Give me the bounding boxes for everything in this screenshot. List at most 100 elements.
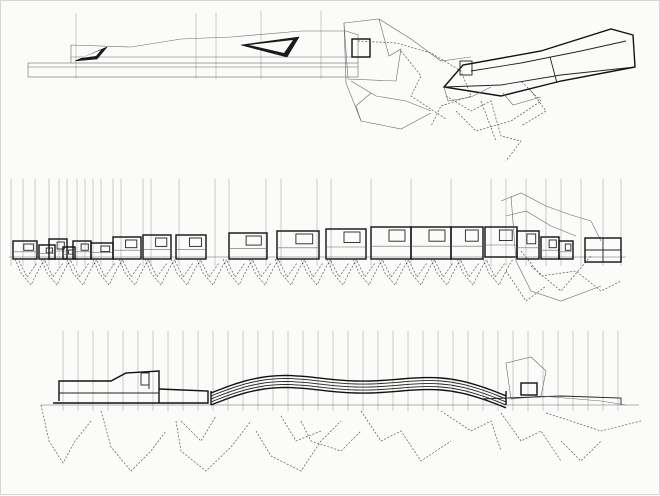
section-module-window bbox=[295, 233, 314, 245]
section-module bbox=[276, 230, 320, 260]
section-module-window bbox=[155, 237, 168, 247]
section-module-window bbox=[343, 231, 361, 243]
plan-right-wing bbox=[442, 28, 636, 106]
section-dashed-segment bbox=[330, 260, 350, 278]
section-module-window bbox=[80, 243, 89, 251]
section-module-window bbox=[388, 229, 406, 242]
section-module bbox=[516, 230, 540, 260]
section-dashed-segment bbox=[352, 258, 384, 286]
elevation-right-end bbox=[480, 356, 627, 406]
elevation-view bbox=[40, 331, 642, 472]
section-module-window bbox=[564, 243, 572, 251]
section-view bbox=[9, 179, 626, 302]
elevation-dashed-segment bbox=[545, 412, 642, 432]
section-grid bbox=[10, 179, 622, 266]
section-module bbox=[112, 236, 142, 260]
elevation-dashed-segment bbox=[40, 404, 92, 464]
section-right-cluster bbox=[500, 192, 622, 302]
section-module-window bbox=[189, 237, 202, 247]
section-module-window bbox=[23, 243, 34, 251]
section-dashed-segment bbox=[92, 258, 124, 286]
section-dashed-segment bbox=[252, 260, 272, 278]
section-module-window bbox=[125, 239, 138, 249]
elevation-wave-bar bbox=[210, 374, 507, 409]
elevation-wave-line bbox=[210, 386, 507, 409]
section-module bbox=[228, 232, 268, 260]
section-dashed-segment bbox=[70, 260, 90, 278]
section-module-window bbox=[464, 229, 479, 242]
elevation-dashed-foundation bbox=[40, 404, 642, 472]
section-module bbox=[62, 246, 76, 260]
section-dashed-segment bbox=[174, 260, 194, 278]
section-dashed-segment bbox=[382, 260, 402, 278]
plan-view bbox=[27, 11, 636, 162]
section-module-window bbox=[548, 239, 557, 249]
elevation-dashed-segment bbox=[180, 415, 217, 442]
section-module bbox=[325, 228, 367, 260]
section-module bbox=[38, 244, 56, 260]
section-dashed-segment bbox=[44, 260, 64, 278]
section-dashed-segment bbox=[18, 260, 38, 278]
section-dashed-segment bbox=[326, 258, 358, 286]
section-dashed-segment bbox=[148, 260, 168, 278]
section-dashed-segment bbox=[404, 258, 436, 286]
elevation-wave-line bbox=[210, 384, 507, 406]
elevation-dashed-segment bbox=[360, 410, 452, 462]
section-dashed-segment bbox=[196, 258, 228, 286]
section-module-window bbox=[428, 229, 446, 242]
elevation-wave-line bbox=[210, 381, 507, 403]
section-dashed-segment bbox=[430, 258, 462, 286]
section-dashed-segment bbox=[278, 260, 298, 278]
section-dashed-segment bbox=[274, 258, 306, 286]
section-module bbox=[48, 238, 68, 260]
section-dashed-segment bbox=[248, 258, 280, 286]
section-dashed-segment bbox=[460, 260, 480, 278]
section-dashed-segment bbox=[118, 258, 150, 286]
section-module bbox=[142, 234, 172, 260]
section-dashed-segment bbox=[304, 260, 324, 278]
elevation-dashed-segment bbox=[560, 440, 602, 462]
section-module-window bbox=[100, 245, 111, 253]
section-dashed-segment bbox=[122, 260, 142, 278]
elevation-grid bbox=[62, 331, 619, 411]
section-dashed-segment bbox=[378, 258, 410, 286]
section-dashed-segment bbox=[200, 260, 220, 278]
elevation-dashed-segment bbox=[500, 412, 562, 462]
section-dashed-segment bbox=[486, 260, 506, 278]
section-dashed-segment bbox=[144, 258, 176, 286]
section-dashed-segment bbox=[66, 258, 98, 286]
section-dashed-segment bbox=[96, 260, 116, 278]
section-dashed-segment bbox=[222, 258, 254, 286]
elevation-dashed-segment bbox=[255, 420, 342, 472]
plan-main-bar bbox=[27, 30, 359, 78]
section-module bbox=[12, 240, 38, 260]
section-modules bbox=[12, 226, 574, 260]
section-dashed-segment bbox=[226, 260, 246, 278]
section-module-window bbox=[245, 235, 262, 246]
elevation-dashed-segment bbox=[280, 415, 322, 442]
section-module bbox=[450, 226, 484, 260]
plan-central-volume bbox=[343, 18, 472, 130]
section-dashed-segment bbox=[14, 258, 46, 286]
section-module-window bbox=[498, 229, 513, 241]
section-dashed-segment bbox=[40, 258, 72, 286]
elevation-dashed-segment bbox=[440, 410, 502, 452]
section-dashed-segment bbox=[300, 258, 332, 286]
section-dashed-segment bbox=[434, 260, 454, 278]
section-dashed-segment bbox=[356, 260, 376, 278]
section-dashed-segment bbox=[408, 260, 428, 278]
section-dashed-segment bbox=[482, 258, 514, 286]
section-module-window bbox=[56, 241, 65, 250]
elevation-dashed-segment bbox=[300, 420, 362, 452]
section-dashed-segment bbox=[456, 258, 488, 286]
elevation-wave-line bbox=[210, 374, 507, 397]
plan-dashed-foundation bbox=[357, 40, 547, 162]
elevation-dashed-segment bbox=[100, 410, 167, 472]
elevation-dashed-segment bbox=[175, 420, 252, 472]
section-module bbox=[175, 234, 207, 260]
section-module bbox=[558, 240, 574, 260]
section-dashed-foundation bbox=[14, 258, 514, 286]
section-module-window bbox=[526, 233, 537, 245]
